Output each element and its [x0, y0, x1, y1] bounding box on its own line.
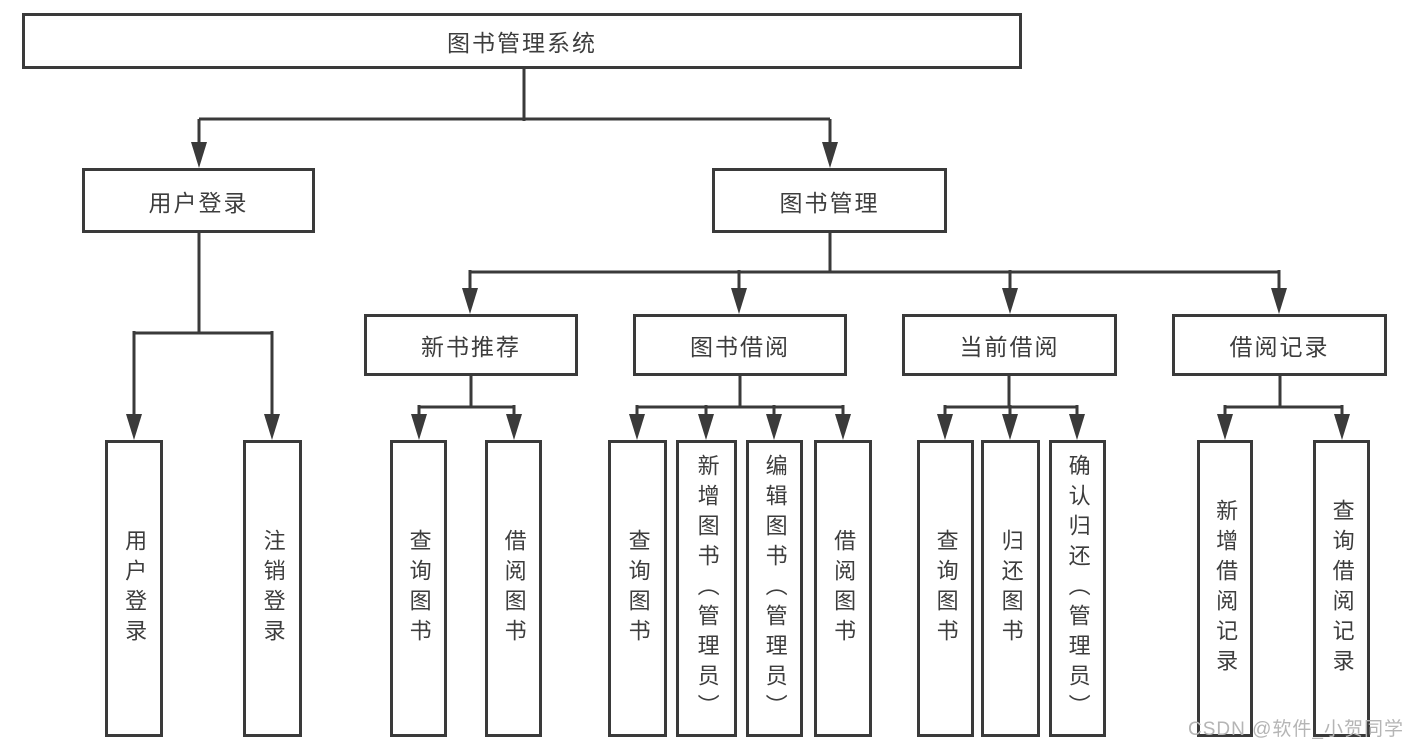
edge-userlogin-to-children — [132, 232, 274, 418]
node-add-borrow-record: 新增借阅记录 — [1197, 440, 1253, 737]
edge-bookborrow-to-children — [635, 376, 845, 418]
edge-bookmgmt-to-level3 — [468, 232, 1281, 292]
arrow-icon — [1334, 414, 1350, 440]
node-book-management: 图书管理 — [712, 168, 947, 233]
arrow-icon — [822, 142, 838, 168]
node-newrec-query-books: 查询图书 — [390, 440, 447, 737]
arrow-icon — [1002, 288, 1018, 314]
arrow-icon — [1271, 288, 1287, 314]
node-return-books: 归还图书 — [981, 440, 1040, 737]
arrow-icon — [506, 414, 522, 440]
node-borrow-query-books-label: 查询图书 — [625, 528, 651, 649]
node-book-management-label: 图书管理 — [779, 189, 880, 216]
arrow-icon — [411, 414, 427, 440]
node-edit-books-admin: 编辑图书（管理员） — [746, 440, 803, 737]
csdn-watermark: CSDN @软件_小贺同学 — [1188, 719, 1404, 740]
node-query-borrow-record: 查询借阅记录 — [1313, 440, 1370, 737]
node-new-book-recommend: 新书推荐 — [364, 314, 578, 376]
node-edit-books-admin-label: 编辑图书（管理员） — [762, 453, 788, 724]
node-book-borrow: 图书借阅 — [633, 314, 847, 376]
node-add-books-admin-label: 新增图书（管理员） — [694, 453, 720, 724]
arrow-icon — [264, 414, 280, 440]
arrow-icon — [937, 414, 953, 440]
node-borrow-query-books: 查询图书 — [608, 440, 667, 737]
node-newrec-borrow-books-label: 借阅图书 — [501, 528, 527, 649]
node-logout-leaf: 注销登录 — [243, 440, 302, 737]
node-current-query-books: 查询图书 — [917, 440, 974, 737]
edge-root-to-level2 — [197, 68, 832, 146]
edge-borrowrecord-to-children — [1223, 376, 1344, 418]
node-user-login-leaf-label: 用户登录 — [122, 528, 148, 649]
node-newrec-borrow-books: 借阅图书 — [485, 440, 542, 737]
edge-newbookrec-to-children — [417, 376, 516, 418]
node-confirm-return-admin: 确认归还（管理员） — [1049, 440, 1106, 737]
node-current-query-books-label: 查询图书 — [933, 528, 959, 649]
node-root: 图书管理系统 — [22, 13, 1022, 69]
node-new-book-recommend-label: 新书推荐 — [421, 334, 521, 360]
node-user-login-leaf: 用户登录 — [105, 440, 163, 737]
node-borrow-books: 借阅图书 — [814, 440, 872, 737]
node-newrec-query-books-label: 查询图书 — [406, 528, 432, 649]
arrowheads — [126, 142, 1350, 440]
arrow-icon — [629, 414, 645, 440]
arrow-icon — [1069, 414, 1085, 440]
node-logout-leaf-label: 注销登录 — [260, 528, 286, 649]
node-borrow-books-label: 借阅图书 — [831, 528, 857, 649]
arrow-icon — [191, 142, 207, 168]
arrow-icon — [1217, 414, 1233, 440]
arrow-icon — [462, 288, 478, 314]
arrow-icon — [126, 414, 142, 440]
node-user-login: 用户登录 — [82, 168, 315, 233]
node-root-label: 图书管理系统 — [447, 30, 597, 56]
arrow-icon — [1002, 414, 1018, 440]
arrow-icon — [835, 414, 851, 440]
arrow-icon — [766, 414, 782, 440]
node-return-books-label: 归还图书 — [998, 528, 1024, 649]
node-current-borrow-label: 当前借阅 — [959, 334, 1060, 360]
node-borrow-record: 借阅记录 — [1172, 314, 1387, 376]
node-book-borrow-label: 图书借阅 — [690, 334, 790, 360]
node-borrow-record-label: 借阅记录 — [1229, 334, 1330, 360]
edge-currentborrow-to-children — [943, 376, 1079, 418]
node-add-books-admin: 新增图书（管理员） — [676, 440, 737, 737]
node-query-borrow-record-label: 查询借阅记录 — [1329, 498, 1355, 679]
node-user-login-label: 用户登录 — [148, 189, 249, 216]
node-current-borrow: 当前借阅 — [902, 314, 1117, 376]
arrow-icon — [731, 288, 747, 314]
node-confirm-return-admin-label: 确认归还（管理员） — [1065, 453, 1091, 724]
arrow-icon — [698, 414, 714, 440]
node-add-borrow-record-label: 新增借阅记录 — [1213, 498, 1239, 679]
